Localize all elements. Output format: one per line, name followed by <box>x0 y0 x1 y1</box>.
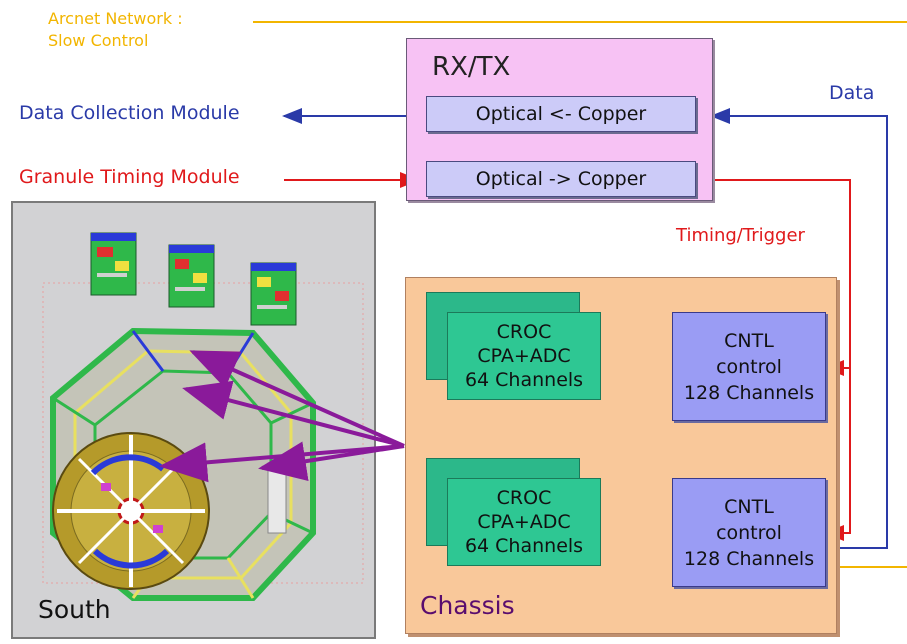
rack-icon-2 <box>168 244 215 308</box>
endcap-disc <box>52 432 210 590</box>
south-label: South <box>38 595 111 624</box>
granule-timing-label: Granule Timing Module <box>19 166 240 188</box>
croc-1-line3: 64 Channels <box>464 369 584 391</box>
cntl-1-line2: control <box>716 355 782 378</box>
cntl-1-line1: CNTL <box>724 329 774 352</box>
croc-1-line1: CROC <box>496 321 552 343</box>
arcnet-label-line2: Slow Control <box>48 31 149 50</box>
arcnet-label: Arcnet Network : Slow Control <box>48 8 183 52</box>
chassis-title: Chassis <box>420 591 515 620</box>
arcnet-label-line1: Arcnet Network : <box>48 9 183 28</box>
timing-trigger-label: Timing/Trigger <box>676 225 805 246</box>
rack-icon-3 <box>250 262 297 326</box>
data-return-line <box>710 108 888 549</box>
cntl-2-line1: CNTL <box>724 495 774 518</box>
optical-to-copper-box: Optical -> Copper <box>426 161 696 197</box>
croc-2-line3: 64 Channels <box>464 535 584 557</box>
timing-trigger-line <box>712 179 851 541</box>
croc-1-line2: CPA+ADC <box>477 345 571 367</box>
cntl-card-2: CNTL control 128 Channels <box>672 478 826 587</box>
cntl-1-line3: 128 Channels <box>683 381 815 404</box>
croc-card-2: CROC CPA+ADC 64 Channels <box>447 478 601 566</box>
croc-2-line1: CROC <box>496 487 552 509</box>
optical-from-copper-box: Optical <- Copper <box>426 96 696 132</box>
detector-illustration <box>13 203 374 637</box>
croc-2-line2: CPA+ADC <box>477 511 571 533</box>
data-collection-label: Data Collection Module <box>19 102 240 124</box>
cntl-2-line2: control <box>716 521 782 544</box>
detector-photo <box>11 201 376 639</box>
croc-card-1: CROC CPA+ADC 64 Channels <box>447 312 601 400</box>
rack-icon-1 <box>90 232 137 296</box>
cntl-2-line3: 128 Channels <box>683 547 815 570</box>
data-label: Data <box>829 82 875 104</box>
cntl-card-1: CNTL control 128 Channels <box>672 312 826 421</box>
rxtx-title: RX/TX <box>432 52 511 82</box>
